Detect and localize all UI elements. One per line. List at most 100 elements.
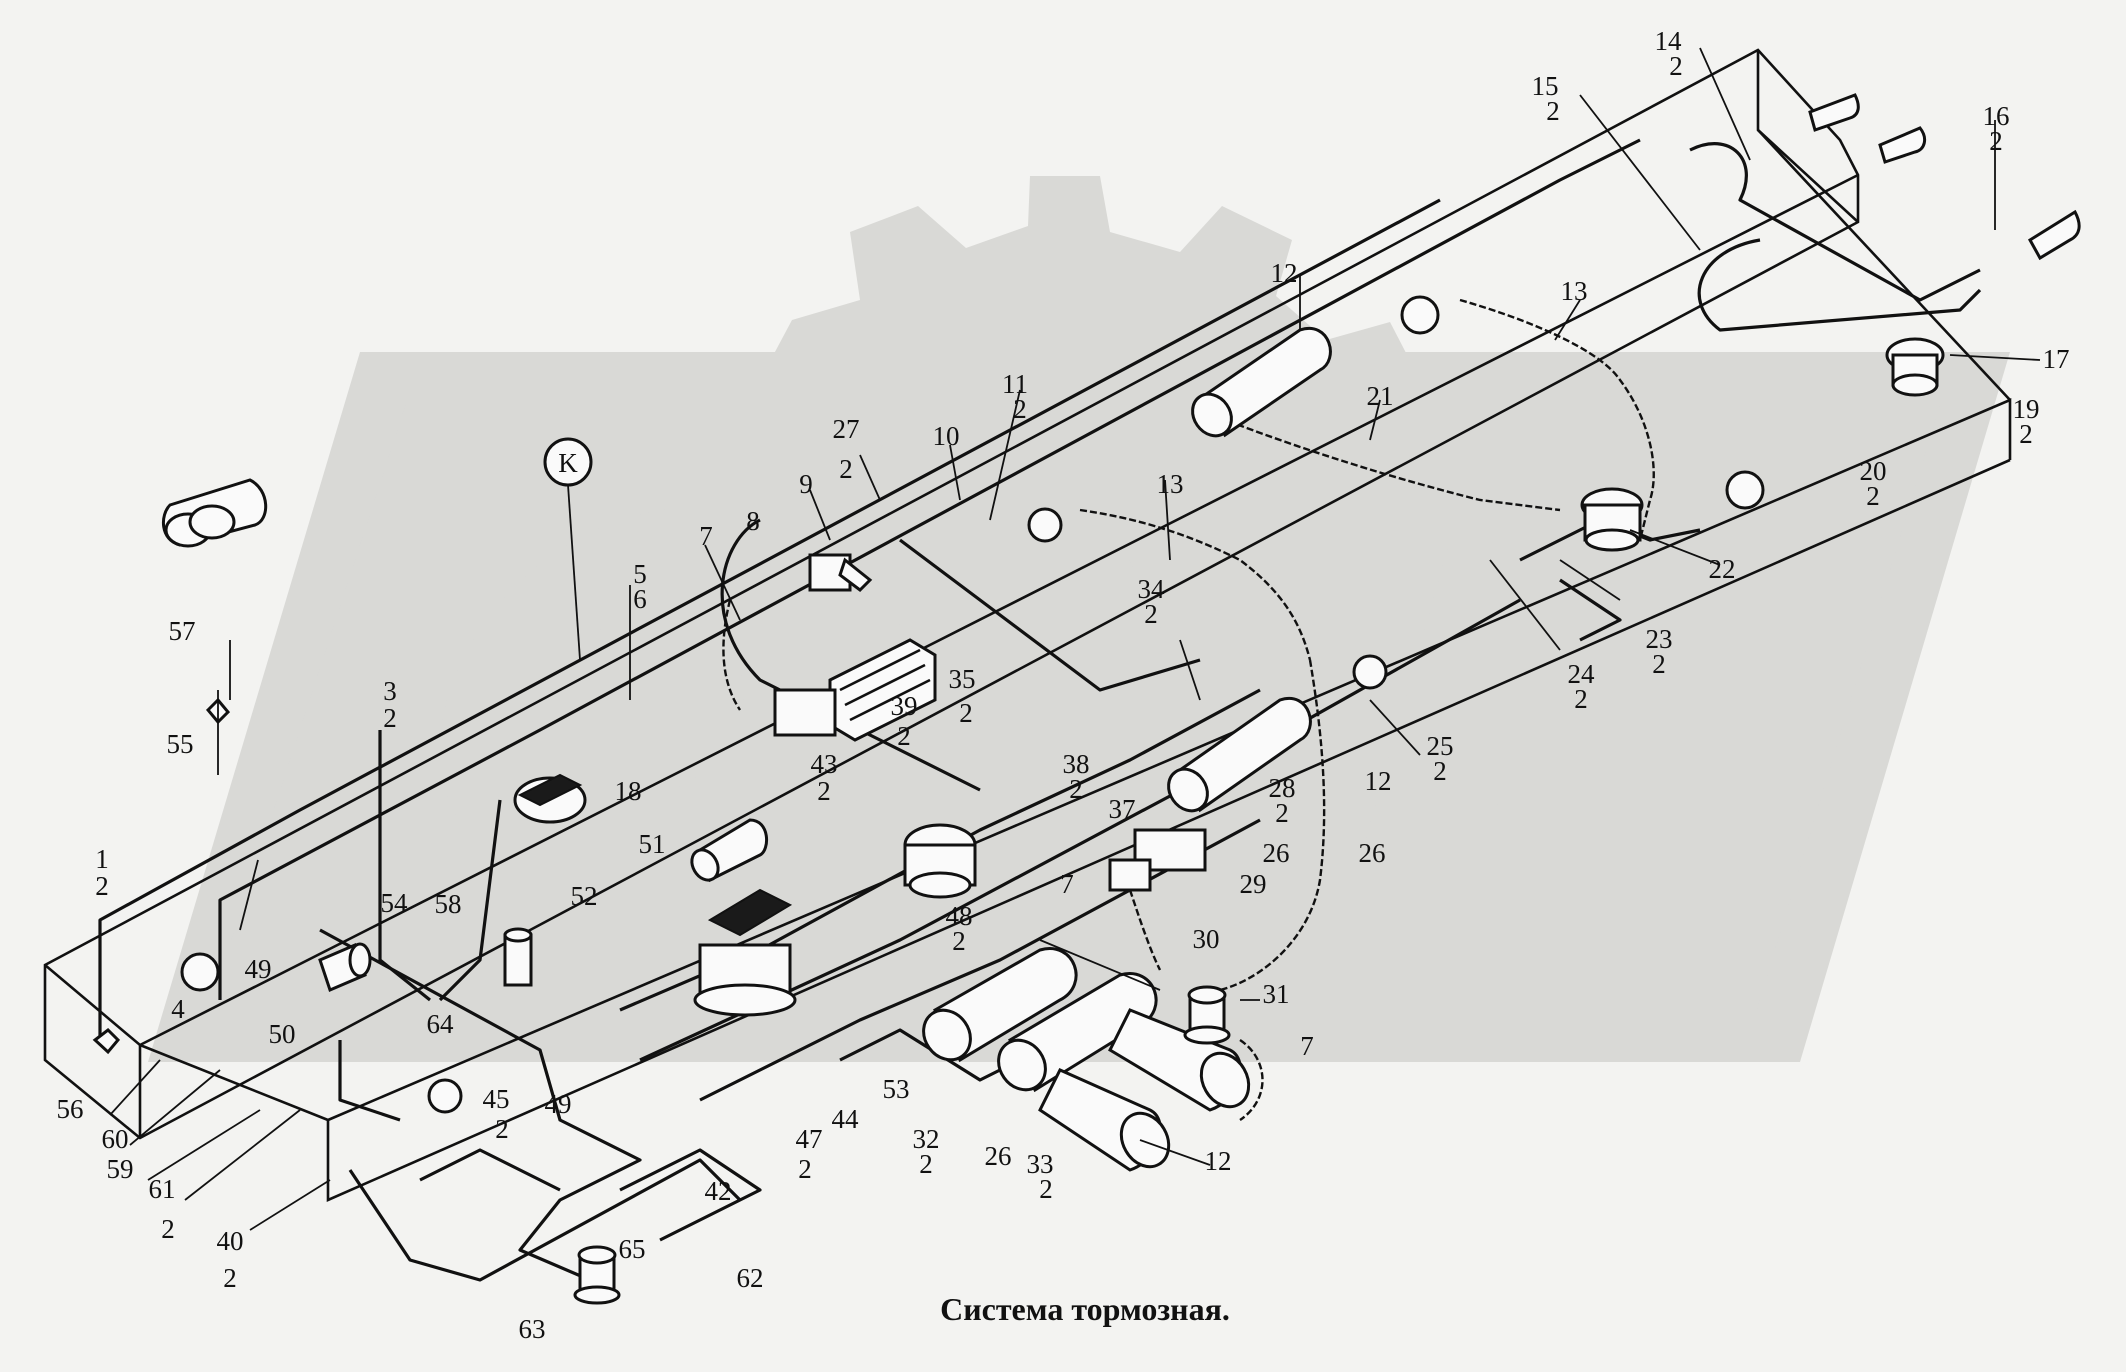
part-label-32b: 2 [919,1149,933,1179]
pipe-rear-loop [319,928,642,1282]
valve-52 [503,927,533,987]
part-label-1: 1 [95,844,109,874]
part-label-12b: 12 [1365,766,1392,796]
watermark-gear [760,176,1420,380]
part-label-17: 17 [2043,344,2070,374]
part-label-26c: 26 [985,1141,1012,1171]
part-label-12a: 12 [1271,258,1298,288]
part-label-25: 25 [1427,731,1454,761]
part-label-28: 28 [1269,773,1296,803]
part-label-47b: 2 [798,1154,812,1184]
part-label-49b: 49 [545,1089,572,1119]
part-label-62: 62 [737,1263,764,1293]
unit-39 [903,823,977,899]
part-label-30: 30 [1193,924,1220,954]
part-label-57: 57 [169,616,196,646]
part-label-14b: 2 [1669,51,1683,81]
part-label-25b: 2 [1433,756,1447,786]
air-tank-12-center [1167,696,1312,813]
part-label-13b: 13 [1157,469,1184,499]
coupling-head-57 [161,478,268,548]
part-label-37: 37 [1109,794,1136,824]
pipe-right-2 [1559,578,1622,642]
part-label-27b: 2 [839,454,853,484]
part-label-10: 10 [933,421,960,451]
part-label-38: 38 [1063,749,1090,779]
air-tank-30-a [922,947,1078,1063]
valve-17 [1885,337,1945,397]
part-label-34b: 2 [1144,599,1158,629]
pipe-left-2 [338,1040,401,1122]
brake-chamber-front-b [1725,470,1765,510]
part-label-23b: 2 [1652,649,1666,679]
front-nozzle-b [1878,126,1927,164]
hose-30 [1128,889,1162,971]
part-label-45b: 2 [495,1114,509,1144]
components: K [92,93,2081,1305]
part-label-39: 39 [891,691,918,721]
part-label-1b: 2 [95,871,109,901]
part-label-26b: 26 [1359,838,1386,868]
part-label-34: 34 [1138,574,1166,604]
hose-7-right [1239,1039,1264,1121]
part-label-7b: 7 [1060,869,1074,899]
leader-lines [109,47,2041,1231]
air-tank-12-lower-a [1038,1068,1171,1172]
part-label-54: 54 [381,888,409,918]
part-label-44: 44 [832,1104,860,1134]
part-label-40b: 2 [223,1263,237,1293]
part-label-4: 4 [171,994,185,1024]
part-label-16: 16 [1983,101,2010,131]
part-label-19b: 2 [2019,419,2033,449]
part-label-5: 5 [633,559,647,589]
pipe-left-3 [438,799,502,1002]
part-label-35b: 2 [959,698,973,728]
part-label-20b: 2 [1866,481,1880,511]
part-label-50: 50 [269,1019,296,1049]
part-label-9: 9 [799,469,813,499]
callout-k: K [543,437,593,661]
unit-8 [773,638,937,742]
hose-13-top [1459,298,1655,541]
part-label-59: 59 [107,1154,134,1184]
pipe-rear-loop-2 [348,1158,742,1282]
pipe-lower-1 [619,1148,762,1242]
hoses [722,298,1655,1121]
part-label-40: 40 [217,1226,244,1256]
air-tank-12-lower-b [1108,1008,1251,1112]
part-label-33: 33 [1027,1149,1054,1179]
part-label-60: 60 [102,1124,129,1154]
part-label-45: 45 [483,1084,510,1114]
part-label-24b: 2 [1574,684,1588,714]
brake-chamber-rear-4 [180,952,220,992]
part-label-26a: 26 [1263,838,1290,868]
part-label-15b: 2 [1546,96,1560,126]
part-label-35: 35 [949,664,976,694]
valve-31 [1183,985,1231,1045]
part-label-39b: 2 [897,721,911,751]
valve-65 [573,1245,621,1305]
part-label-61b: 2 [161,1214,175,1244]
air-tank-30-b [997,972,1158,1093]
part-label-65: 65 [619,1234,646,1264]
part-label-11: 11 [1002,369,1028,399]
unit-28-29 [1108,828,1207,892]
hose-13-mid [1079,508,1312,661]
brake-chamber-front-a [1400,295,1440,335]
part-label-33b: 2 [1039,1174,1053,1204]
unit-9 [808,553,873,592]
frame-top-front [1756,50,1859,223]
part-label-23: 23 [1646,624,1673,654]
part-label-11b: 2 [1013,394,1027,424]
part-label-22: 22 [1709,554,1736,584]
frame-lower-rail-2 [326,458,2011,1202]
callout-k-label: K [558,448,578,478]
part-label-42: 42 [705,1176,732,1206]
brake-chamber-rear-45 [427,1078,463,1114]
pipe-front-loop [1689,142,1981,302]
part-label-31: 31 [1263,979,1290,1009]
part-label-15: 15 [1532,71,1559,101]
part-label-53: 53 [883,1074,910,1104]
